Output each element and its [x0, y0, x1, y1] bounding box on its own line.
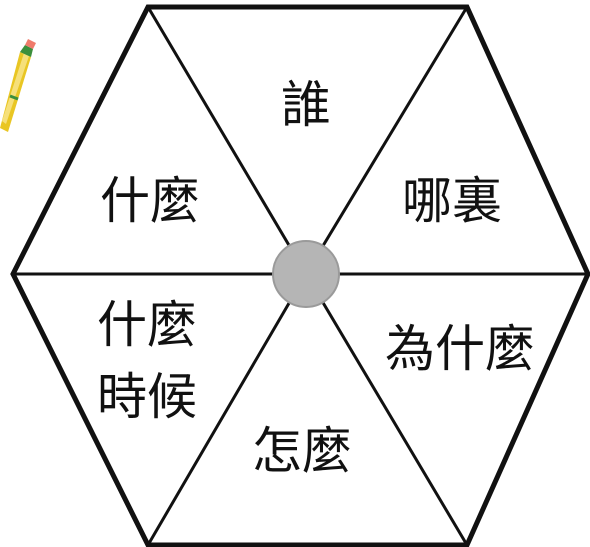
segment-label: 哪裏: [402, 172, 502, 230]
segment-bottom[interactable]: 怎麼: [252, 422, 352, 480]
segment-label: 什麼: [97, 296, 197, 354]
segment-lower-left[interactable]: 什麼 時候: [97, 296, 197, 426]
segment-upper-right[interactable]: 哪裏: [402, 172, 502, 230]
segment-upper-left[interactable]: 什麼: [100, 172, 200, 230]
segment-label: 時候: [97, 368, 197, 426]
pencil-icon: [0, 39, 36, 132]
center-hub[interactable]: [272, 240, 340, 308]
segment-label: 什麼: [100, 172, 200, 230]
segment-label: 為什麼: [385, 320, 535, 378]
segment-lower-right[interactable]: 為什麼: [385, 320, 535, 378]
segment-label: 誰: [281, 76, 331, 134]
segment-label: 怎麼: [252, 422, 352, 480]
segment-top[interactable]: 誰: [281, 76, 331, 134]
